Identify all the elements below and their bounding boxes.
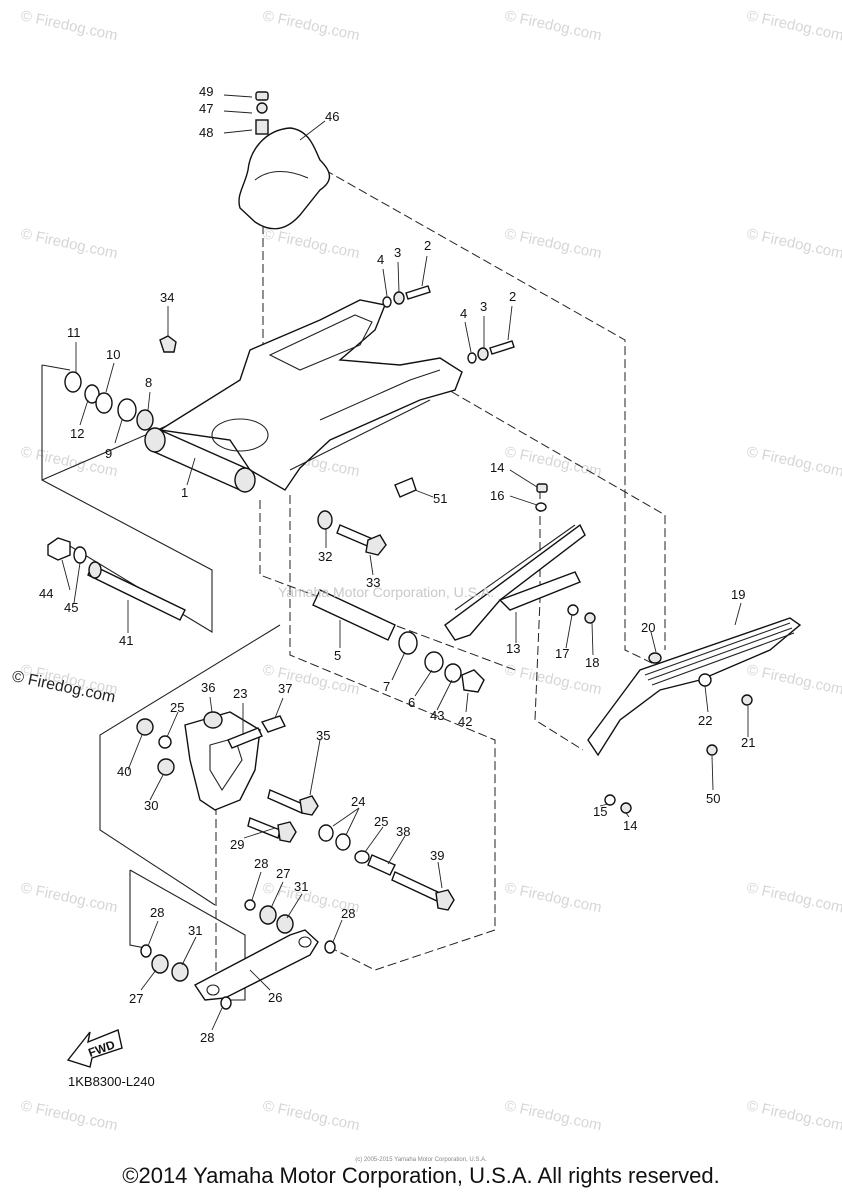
part-number-31-2: 31	[188, 923, 202, 938]
part-number-51: 51	[433, 491, 447, 506]
part-number-45: 45	[64, 600, 78, 615]
part-number-28: 28	[254, 856, 268, 871]
part-number-17: 17	[555, 646, 569, 661]
part-number-35: 35	[316, 728, 330, 743]
part-number-34: 34	[160, 290, 174, 305]
watermark-text: © Firedog.com	[503, 879, 603, 916]
part-number-38: 38	[396, 824, 410, 839]
part-number-31: 31	[294, 879, 308, 894]
part-number-47: 47	[199, 101, 213, 116]
part-number-8: 8	[145, 375, 152, 390]
watermark-text: © Firedog.com	[745, 225, 842, 262]
part-number-22: 22	[698, 713, 712, 728]
fasteners	[382, 285, 753, 814]
guide-lines	[41, 160, 666, 1001]
part-number-32: 32	[318, 549, 332, 564]
part-number-41: 41	[119, 633, 133, 648]
part-number-29: 29	[230, 837, 244, 852]
part-number-6: 6	[408, 695, 415, 710]
part-number-13: 13	[506, 641, 520, 656]
watermark-text: © Firedog.com	[261, 225, 361, 262]
part-number-26: 26	[268, 990, 282, 1005]
part-number-14: 14	[490, 460, 504, 475]
part-number-23: 23	[233, 686, 247, 701]
part-number-16: 16	[490, 488, 504, 503]
callout-leaders	[61, 94, 749, 1031]
part-number-49: 49	[199, 84, 213, 99]
part-46-top-cover	[238, 91, 331, 230]
part-number-25: 25	[170, 700, 184, 715]
watermark-grid: © Firedog.com © Firedog.com © Firedog.com ©…	[19, 7, 842, 1134]
part-number-1: 1	[181, 485, 188, 500]
watermark-text: © Firedog.com	[503, 7, 603, 44]
part-number-28-3: 28	[341, 906, 355, 921]
part-number-7: 7	[383, 679, 390, 694]
part-number-37: 37	[278, 681, 292, 696]
copyright-footer: ©2014 Yamaha Motor Corporation, U.S.A. A…	[122, 1163, 720, 1188]
part-number-25-2: 25	[374, 814, 388, 829]
linkage-assembly	[136, 711, 455, 1010]
watermark-text: © Firedog.com	[745, 661, 842, 698]
part-number-3-2: 3	[480, 299, 487, 314]
part-number-labels: 1223344567891011121314141516171819202122…	[39, 84, 755, 1045]
swingarm-body	[144, 299, 463, 498]
watermark-text: © Firedog.com	[745, 443, 842, 480]
center-watermark: Yamaha Motor Corporation, U.S.A.	[278, 584, 494, 600]
part-number-2-2: 2	[509, 289, 516, 304]
part-number-9: 9	[105, 446, 112, 461]
part-number-3: 3	[394, 245, 401, 260]
watermark-text: © Firedog.com	[19, 225, 119, 262]
part-number-4: 4	[377, 252, 384, 267]
part-number-46: 46	[325, 109, 339, 124]
part-number-28-4: 28	[200, 1030, 214, 1045]
part-number-10: 10	[106, 347, 120, 362]
reference-code: 1KB8300-L240	[68, 1074, 155, 1089]
watermark-text: © Firedog.com	[261, 661, 361, 698]
part-number-33: 33	[366, 575, 380, 590]
watermark-text: © Firedog.com	[19, 7, 119, 44]
watermark-text: © Firedog.com	[503, 1097, 603, 1134]
watermark-text: © Firedog.com	[261, 1097, 361, 1134]
part-number-14-2: 14	[623, 818, 637, 833]
part-number-24: 24	[351, 794, 365, 809]
watermark-text: © Firedog.com	[745, 879, 842, 916]
part-number-30: 30	[144, 798, 158, 813]
part-13-chain-guard	[444, 523, 586, 641]
watermark-text: © Firedog.com	[19, 879, 119, 916]
pivot-components	[47, 371, 186, 621]
part-number-2: 2	[424, 238, 431, 253]
part-number-44: 44	[39, 586, 53, 601]
watermark-text: © Firedog.com	[261, 7, 361, 44]
part-number-50: 50	[706, 791, 720, 806]
tiny-copyright-notice: (c) 2005-2015 Yamaha Motor Corporation, …	[355, 1157, 487, 1163]
shaft-and-bearings	[159, 335, 485, 693]
watermark-text: © Firedog.com	[745, 7, 842, 44]
fwd-arrow-icon: FWD	[66, 1029, 123, 1068]
watermark-text: © Firedog.com	[503, 225, 603, 262]
part-number-36: 36	[201, 680, 215, 695]
part-number-21: 21	[741, 735, 755, 750]
part-number-11: 11	[67, 325, 81, 340]
part-number-19: 19	[731, 587, 745, 602]
part-number-15: 15	[593, 804, 607, 819]
part-number-42: 42	[458, 714, 472, 729]
part-number-20: 20	[641, 620, 655, 635]
part-number-12: 12	[70, 426, 84, 441]
watermark-text: © Firedog.com	[19, 1097, 119, 1134]
part-number-27: 27	[276, 866, 290, 881]
part-number-27-2: 27	[129, 991, 143, 1006]
part-19-chain-cover	[587, 617, 802, 757]
part-number-43: 43	[430, 708, 444, 723]
part-number-18: 18	[585, 655, 599, 670]
watermark-text: © Firedog.com	[745, 1097, 842, 1134]
part-number-40: 40	[117, 764, 131, 779]
part-number-28-2: 28	[150, 905, 164, 920]
part-number-5: 5	[334, 648, 341, 663]
part-number-48: 48	[199, 125, 213, 140]
part-number-4-2: 4	[460, 306, 467, 321]
part-number-39: 39	[430, 848, 444, 863]
